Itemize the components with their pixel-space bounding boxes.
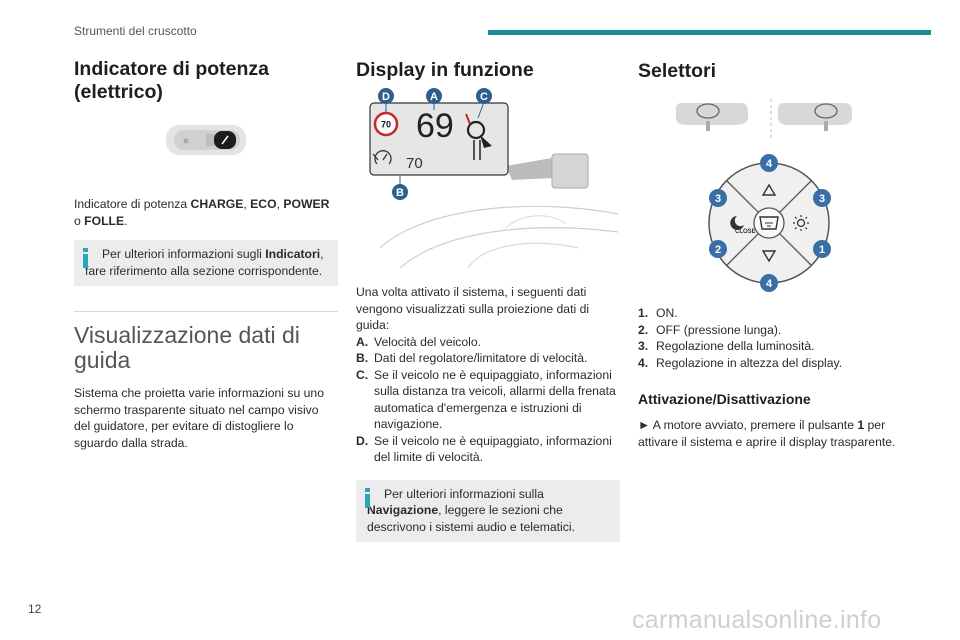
info-link-navigazione[interactable]: Navigazione	[367, 503, 439, 517]
label-a: A	[430, 91, 438, 103]
info-link-indicatori[interactable]: Indicatori	[265, 247, 321, 261]
list-item: 2. OFF (pressione lunga).	[638, 322, 902, 339]
cruise-speed: 70	[406, 155, 423, 172]
power-indicator-illustration	[166, 125, 246, 155]
mode-folle: FOLLE	[84, 213, 125, 228]
item-text: ON.	[656, 306, 678, 320]
column-selectors: Selettori CLOSE 4 3 3 2 1	[638, 58, 902, 450]
instruction-text: per attivare il sistema e aprire il disp…	[638, 418, 896, 449]
info-icon	[83, 248, 88, 270]
hud-display-diagram: 70 69 70 D A C B	[369, 88, 619, 268]
item-key: 3.	[638, 339, 649, 353]
item-text: Regolazione in altezza del display.	[656, 355, 843, 370]
sep: ,	[276, 197, 284, 211]
info-text: Per ulteriori informazioni sulla	[384, 486, 544, 501]
mode-eco: ECO	[250, 197, 277, 211]
running-header: Strumenti del cruscotto	[74, 24, 197, 38]
item-text: OFF (pressione lunga).	[656, 322, 782, 337]
list-item: A. Velocità del veicolo.	[356, 334, 620, 351]
selector-items-list: 1. ON. 2. OFF (pressione lunga). 3. Regolaz…	[638, 305, 902, 371]
info-text: , fare riferimento alla sezione corrispo…	[85, 247, 324, 278]
page-number: 12	[28, 602, 42, 616]
power-indicator-description: Indicatore di potenza CHARGE, ECO, POWER…	[74, 196, 338, 229]
mode-power: POWER	[283, 197, 330, 211]
list-item: B. Dati del regolatore/limitatore di velo…	[356, 350, 620, 367]
list-item: 4. Regolazione in altezza del display.	[638, 355, 902, 372]
item-key: 4.	[638, 355, 649, 370]
sep: ,	[243, 197, 251, 211]
item-key: D.	[356, 433, 369, 448]
item-key: A.	[356, 334, 369, 349]
watermark: carmanualsonline.info	[632, 606, 882, 634]
speed-readout: 69	[416, 107, 454, 145]
item-text: Se il veicolo ne è equipaggiato, informa…	[374, 433, 612, 465]
display-items-list: A. Velocità del veicolo. B. Dati del regol…	[356, 334, 620, 466]
info-icon	[365, 487, 370, 510]
badge-4-top: 4	[766, 158, 773, 170]
item-key: 1.	[638, 306, 649, 320]
selectors-title: Selettori	[638, 60, 717, 82]
column-power-indicator: Indicatore di potenza (elettrico) Indica…	[74, 58, 338, 451]
power-indicator-title: Indicatore di potenza (elettrico)	[74, 58, 270, 103]
badge-2: 2	[715, 244, 721, 256]
item-text: Dati del regolatore/limitatore di veloci…	[374, 351, 588, 365]
list-item: 3. Regolazione della luminosità.	[638, 338, 902, 355]
speed-limit-sign-text: 70	[381, 120, 391, 130]
list-item: 1. ON.	[638, 305, 902, 322]
item-key: C.	[356, 367, 369, 382]
list-item: D. Se il veicolo ne è equipaggiato, infor…	[356, 433, 620, 466]
item-key: B.	[356, 351, 369, 365]
badge-3-right: 3	[819, 193, 825, 205]
label-c: C	[480, 91, 488, 103]
display-intro: Una volta attivato il sistema, i seguent…	[356, 285, 590, 332]
steering-wheel-controls-illustration	[676, 99, 852, 139]
header-accent-bar	[488, 30, 931, 35]
instruction-text: ► A motore avviato, premere il pulsante	[638, 418, 858, 432]
list-item: C. Se il veicolo ne è equipaggiato, infor…	[356, 367, 620, 433]
activation-instruction: ► A motore avviato, premere il pulsante …	[638, 417, 902, 450]
info-text: Per ulteriori informazioni sugli	[102, 247, 266, 261]
section-title-hud: Visualizzazione dati di guida	[74, 322, 300, 373]
label-b: B	[396, 187, 404, 199]
info-box-navigazione: Per ulteriori informazioni sulla Navigaz…	[356, 479, 620, 542]
activation-subtitle: Attivazione/Disattivazione	[638, 391, 811, 407]
item-text: Regolazione della luminosità.	[656, 339, 815, 353]
mode-charge: CHARGE	[190, 197, 244, 211]
display-title: Display in funzione	[356, 59, 534, 81]
close-label: CLOSE	[735, 229, 756, 235]
badge-3-left: 3	[715, 193, 721, 205]
column-display: Display in funzione 70 69 70 D	[356, 58, 620, 542]
item-text: Se il veicolo ne è equipaggiato, informa…	[374, 367, 616, 432]
label-d: D	[382, 91, 390, 103]
desc-prefix: Indicatore di potenza	[74, 197, 191, 211]
item-key: 2.	[638, 322, 649, 337]
desc-end: .	[124, 213, 128, 228]
badge-4-bottom: 4	[766, 278, 773, 290]
sep: o	[74, 213, 85, 228]
badge-1: 1	[819, 244, 825, 256]
info-box-indicatori: Per ulteriori informazioni sugli Indicat…	[74, 240, 338, 286]
info-text: , leggere le sezioni che descrivono i si…	[367, 503, 575, 534]
button-ref: 1	[857, 418, 865, 432]
hud-description: Sistema che proietta varie informazioni …	[74, 386, 324, 450]
item-text: Velocità del veicolo.	[374, 334, 482, 349]
hud-control-pad: CLOSE 4 3 3 2 1 4	[708, 154, 831, 292]
